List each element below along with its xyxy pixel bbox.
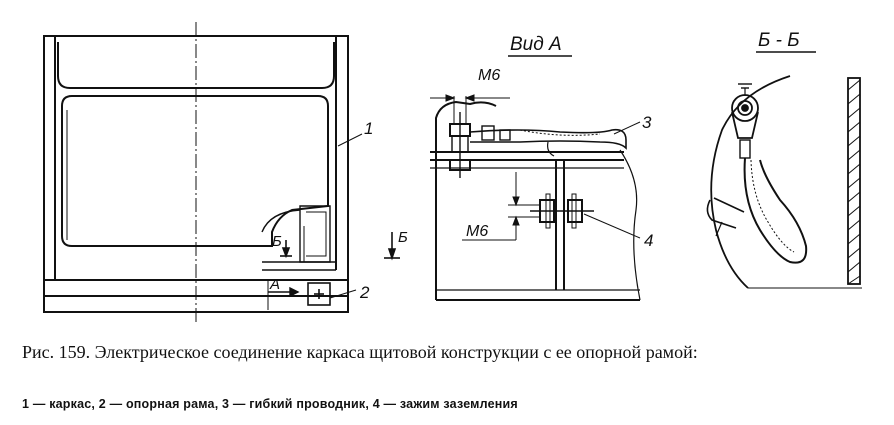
leader-4 xyxy=(583,213,641,239)
label-1: 1 xyxy=(364,119,373,138)
section-mark-left xyxy=(280,240,292,259)
dim-m6-top-label: М6 xyxy=(478,67,500,84)
dim-m6-mid-label: М6 xyxy=(466,223,488,240)
dim-m6-top xyxy=(430,94,510,124)
view-a-title: Вид А xyxy=(510,34,562,55)
leader-1 xyxy=(337,133,363,147)
view-arrow-a xyxy=(268,286,300,298)
label-4: 4 xyxy=(644,231,653,250)
leader-3 xyxy=(613,121,641,135)
figure-legend: 1 — каркас, 2 — опорная рама, 3 — гибкий… xyxy=(22,397,518,411)
section-mark-right xyxy=(384,232,400,261)
technical-drawing: 1 2 А Б Б Вид А xyxy=(43,22,862,322)
section-label-right: Б xyxy=(398,229,408,246)
section-bb-body xyxy=(706,75,862,289)
label-2: 2 xyxy=(359,283,370,302)
dim-m6-mid xyxy=(462,172,540,241)
figure-caption: Рис. 159. Электрическое соединение карка… xyxy=(22,342,698,362)
view-mark-a: А xyxy=(269,276,280,293)
section-label-left: Б xyxy=(272,233,282,250)
label-3: 3 xyxy=(642,113,652,132)
leader-2 xyxy=(329,289,357,299)
view-a-body xyxy=(430,100,641,301)
section-bb-title: Б - Б xyxy=(758,30,800,51)
